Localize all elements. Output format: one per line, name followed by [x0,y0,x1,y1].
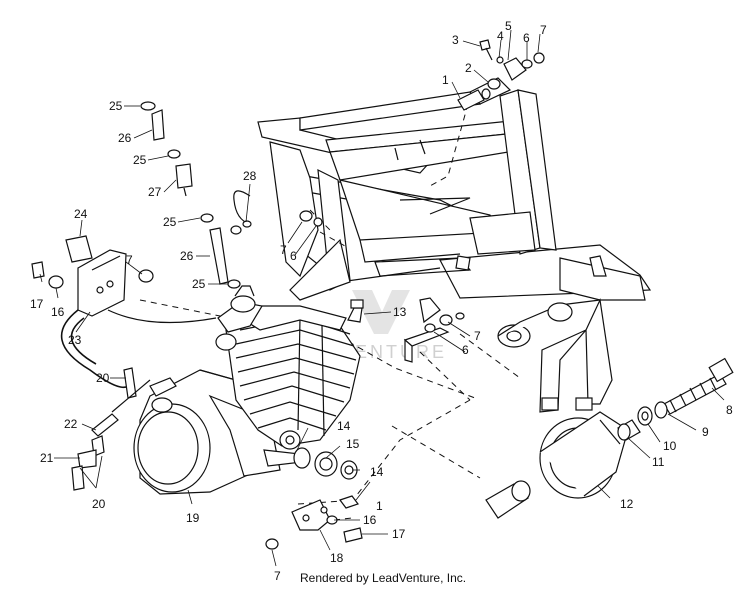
callout-7-low: 7 [274,569,281,583]
callout-21: 21 [40,451,54,465]
callout-12: 12 [620,497,634,511]
callout-25-b: 25 [133,153,147,167]
callout-16-left: 16 [51,305,65,319]
callout-22: 22 [64,417,78,431]
callout-6-right: 6 [462,343,469,357]
clutch [485,411,629,519]
callout-25-c: 25 [163,215,177,229]
callout-28: 28 [243,169,257,183]
callout-25-a: 25 [109,99,123,113]
lower-bracket [265,495,363,550]
callout-26-a: 26 [118,131,132,145]
svg-text:VENTURE: VENTURE [340,342,447,362]
callout-19: 19 [186,511,200,525]
left-fittings [71,379,151,491]
callout-9: 9 [702,425,709,439]
callout-16-low: 16 [363,513,377,527]
callout-14-b: 14 [370,465,384,479]
left-bracket [31,235,217,399]
callout-7-right: 7 [474,329,481,343]
engine [133,285,364,495]
callout-27: 27 [148,185,162,199]
callout-15: 15 [346,437,360,451]
callout-4: 4 [497,29,504,43]
callout-1-low: 1 [376,499,383,513]
render-credit: Rendered by LeadVenture, Inc. [300,571,467,585]
fuel-line [140,101,252,289]
callout-14-a: 14 [337,419,351,433]
callout-1-top: 1 [442,73,449,87]
callout-3: 3 [452,33,459,47]
callout-17-low: 17 [392,527,406,541]
mid-fasteners [299,210,465,333]
callout-7-left: 7 [126,253,133,267]
shaft-parts [293,447,358,480]
callout-8: 8 [726,403,733,417]
clutch-bolt-stack [617,357,734,441]
callout-2: 2 [465,61,472,75]
callout-11: 11 [652,455,665,469]
top-fasteners [457,39,545,111]
callout-7-mid: 7 [280,243,287,257]
callout-7-top: 7 [540,23,547,37]
callout-23: 23 [68,333,82,347]
callout-25-d: 25 [192,277,206,291]
callout-20-a: 20 [96,371,110,385]
callout-leaders [39,29,725,567]
callout-13: 13 [393,305,407,319]
callout-18: 18 [330,551,344,565]
callout-20-b: 20 [92,497,106,511]
callout-5: 5 [505,19,512,33]
watermark: VENTURE [340,290,447,362]
callout-6-mid: 6 [290,249,297,263]
callout-24: 24 [74,207,88,221]
frame [257,77,652,413]
callout-10: 10 [663,439,677,453]
callout-6-top: 6 [523,31,530,45]
callout-17-left: 17 [30,297,44,311]
callout-26-b: 26 [180,249,194,263]
